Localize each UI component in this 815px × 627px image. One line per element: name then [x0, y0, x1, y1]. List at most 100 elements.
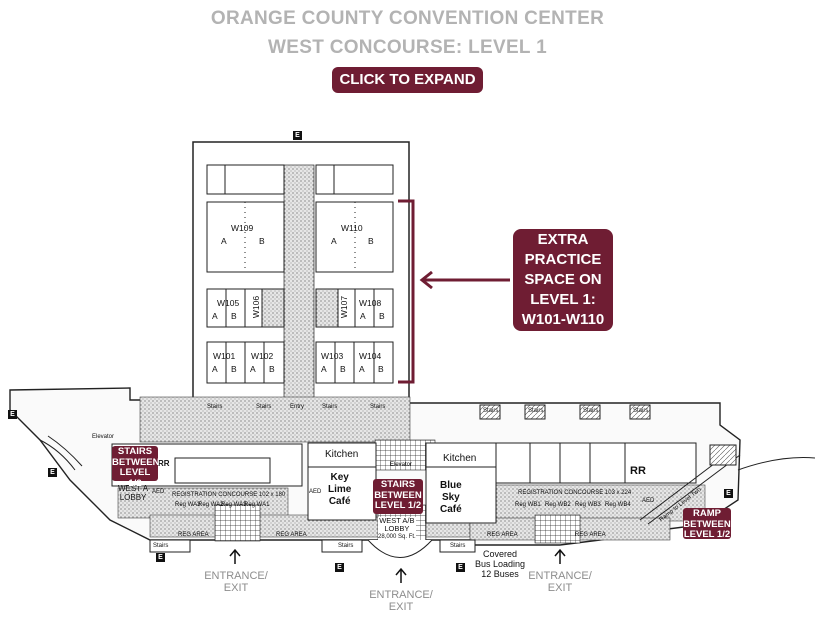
entrance-east-line1: ENTRANCE/ — [528, 570, 592, 582]
label-w108: W108 — [359, 298, 382, 308]
reg-wa3-a: Reg WA3 — [175, 502, 201, 508]
ramp-line1: RAMP — [693, 508, 721, 519]
callout-line3: SPACE ON — [524, 271, 602, 288]
blue-sky-line2: Sky — [441, 492, 460, 503]
covered-bus-loading: Covered Bus Loading 12 Buses — [475, 549, 525, 579]
west-a-lobby-line2: LOBBY — [119, 493, 147, 502]
label-entry: Entry — [290, 404, 305, 410]
stairs-west-line3: LEVEL 1/2 — [119, 467, 151, 489]
label-kitchen-right: Kitchen — [443, 453, 477, 464]
label-stairs-south-3: Stairs — [450, 543, 466, 549]
click-to-expand-button[interactable]: CLICK TO EXPAND — [332, 67, 483, 93]
aed-marker-center: AED — [309, 489, 322, 495]
label-stairs-1: Stairs — [207, 404, 223, 410]
label-w110: W110 — [341, 223, 363, 233]
label-w101-a: A — [212, 364, 218, 374]
covered-bus-line1: Covered — [483, 549, 518, 559]
label-w105-b: B — [231, 311, 237, 321]
reg-wa3-b: Reg WA3 — [221, 502, 247, 508]
reg-wb2: Reg WB2 — [545, 502, 571, 508]
entrance-west-line1: ENTRANCE/ — [204, 570, 268, 582]
label-stairs-5: Stairs — [483, 408, 499, 414]
label-stairs-8: Stairs — [633, 408, 649, 414]
elevator-marker-e-s3: E — [456, 563, 465, 572]
covered-bus-line2: Bus Loading — [475, 559, 526, 569]
west-a-lobby-label: WEST A LOBBY — [118, 484, 148, 502]
label-w105-a: A — [212, 311, 218, 321]
label-w103-b: B — [340, 364, 346, 374]
west-ab-lobby-line2: LOBBY — [384, 524, 410, 533]
label-kitchen-left: Kitchen — [325, 449, 359, 460]
stairs-center-line3: LEVEL 1/2 — [374, 500, 422, 511]
label-stairs-4: Stairs — [370, 404, 386, 410]
callout-line1: EXTRA — [537, 231, 589, 248]
callout-line5: W101-W110 — [521, 311, 605, 328]
label-w108-a: A — [360, 311, 366, 321]
blue-sky-cafe[interactable]: Blue Sky Café — [440, 480, 462, 516]
callout-bracket — [398, 199, 510, 384]
stairs-between-levels-tag-center: STAIRS BETWEEN LEVEL 1/2 — [373, 479, 423, 514]
blue-sky-line1: Blue — [440, 480, 462, 491]
label-reg-area-1: REG AREA — [178, 532, 209, 538]
west-ab-lobby-line3: 28,000 Sq. Ft. — [378, 534, 416, 540]
label-stairs-2: Stairs — [256, 404, 272, 410]
label-w103-a: A — [321, 364, 327, 374]
label-w109-b: B — [259, 236, 265, 246]
elevator-marker-e-sw: E — [48, 468, 57, 477]
ramp-between-levels-tag: RAMP BETWEEN LEVEL 1/2 — [683, 508, 731, 540]
west-ab-lobby-line1: WEST A/B — [379, 516, 415, 525]
main-concourse — [9, 387, 815, 558]
label-reg-concourse-102: REGISTRATION CONCOURSE 102 x 180 — [172, 492, 286, 498]
extra-practice-space-callout: EXTRA PRACTICE SPACE ON LEVEL 1: W101-W1… — [513, 229, 613, 331]
aed-marker-east: AED — [642, 498, 655, 504]
west-ab-lobby-label: WEST A/B LOBBY 28,000 Sq. Ft. — [378, 517, 416, 541]
north-corridor — [283, 164, 315, 411]
reg-wb4: Reg WB4 — [605, 502, 631, 508]
label-reg-area-2: REG AREA — [276, 532, 307, 538]
label-w110-a: A — [331, 236, 337, 246]
map-subtitle: WEST CONCOURSE: LEVEL 1 — [268, 37, 547, 58]
label-stairs-7: Stairs — [583, 408, 599, 414]
label-restroom-west: RR — [158, 459, 170, 468]
label-elevator-west: Elevator — [92, 434, 115, 440]
elevator-marker-e-s1: E — [156, 553, 165, 562]
entrance-west-line2: EXIT — [223, 582, 249, 594]
entrance-center-line1: ENTRANCE/ — [369, 589, 433, 601]
label-w102: W102 — [251, 351, 274, 361]
elevator-marker-e-east: E — [724, 489, 733, 498]
label-w109-a: A — [221, 236, 227, 246]
callout-line2: PRACTICE — [524, 251, 602, 268]
stairs-center-line1: STAIRS — [380, 479, 416, 490]
stairs-west-line1: STAIRS — [117, 446, 153, 457]
label-stairs-south-1: Stairs — [153, 543, 169, 549]
elevator-marker-e-west: E — [8, 410, 17, 419]
ramp-line2: BETWEEN — [683, 518, 731, 530]
label-reg-concourse-103: REGISTRATION CONCOURSE 103 x 224 — [518, 490, 632, 496]
label-reg-area-4: REG AREA — [575, 532, 606, 538]
entrance-exit-east: ENTRANCE/ EXIT — [526, 570, 594, 594]
label-w102-a: A — [250, 364, 256, 374]
label-w104-a: A — [359, 364, 365, 374]
label-reg-area-3: REG AREA — [487, 532, 518, 538]
entrance-arrows — [229, 548, 566, 583]
covered-bus-line3: 12 Buses — [481, 569, 519, 579]
key-lime-cafe[interactable]: Key Lime Café — [328, 472, 351, 508]
label-restroom-east: RR — [630, 465, 646, 477]
storage-ne — [315, 164, 394, 195]
elevator-marker-e-north: E — [293, 131, 302, 140]
stairs-between-levels-tag-west: STAIRS BETWEEN LEVEL 1/2 — [112, 446, 160, 488]
reg-wb1: Reg WB1 — [515, 502, 541, 508]
label-w110-b: B — [368, 236, 374, 246]
entrance-exit-west: ENTRANCE/ EXIT — [202, 570, 270, 594]
entrance-east-line2: EXIT — [547, 582, 573, 594]
reg-wa1: Reg WA1 — [244, 502, 270, 508]
callout-line4: LEVEL 1: — [530, 291, 596, 308]
key-lime-line1: Key — [330, 472, 349, 483]
blue-sky-line3: Café — [440, 504, 462, 515]
stairs-west-line2: BETWEEN — [112, 456, 160, 468]
label-w108-b: B — [379, 311, 385, 321]
west-a-lobby-line1: WEST A — [118, 484, 149, 493]
label-w102-b: B — [269, 364, 275, 374]
label-w101: W101 — [213, 351, 236, 361]
